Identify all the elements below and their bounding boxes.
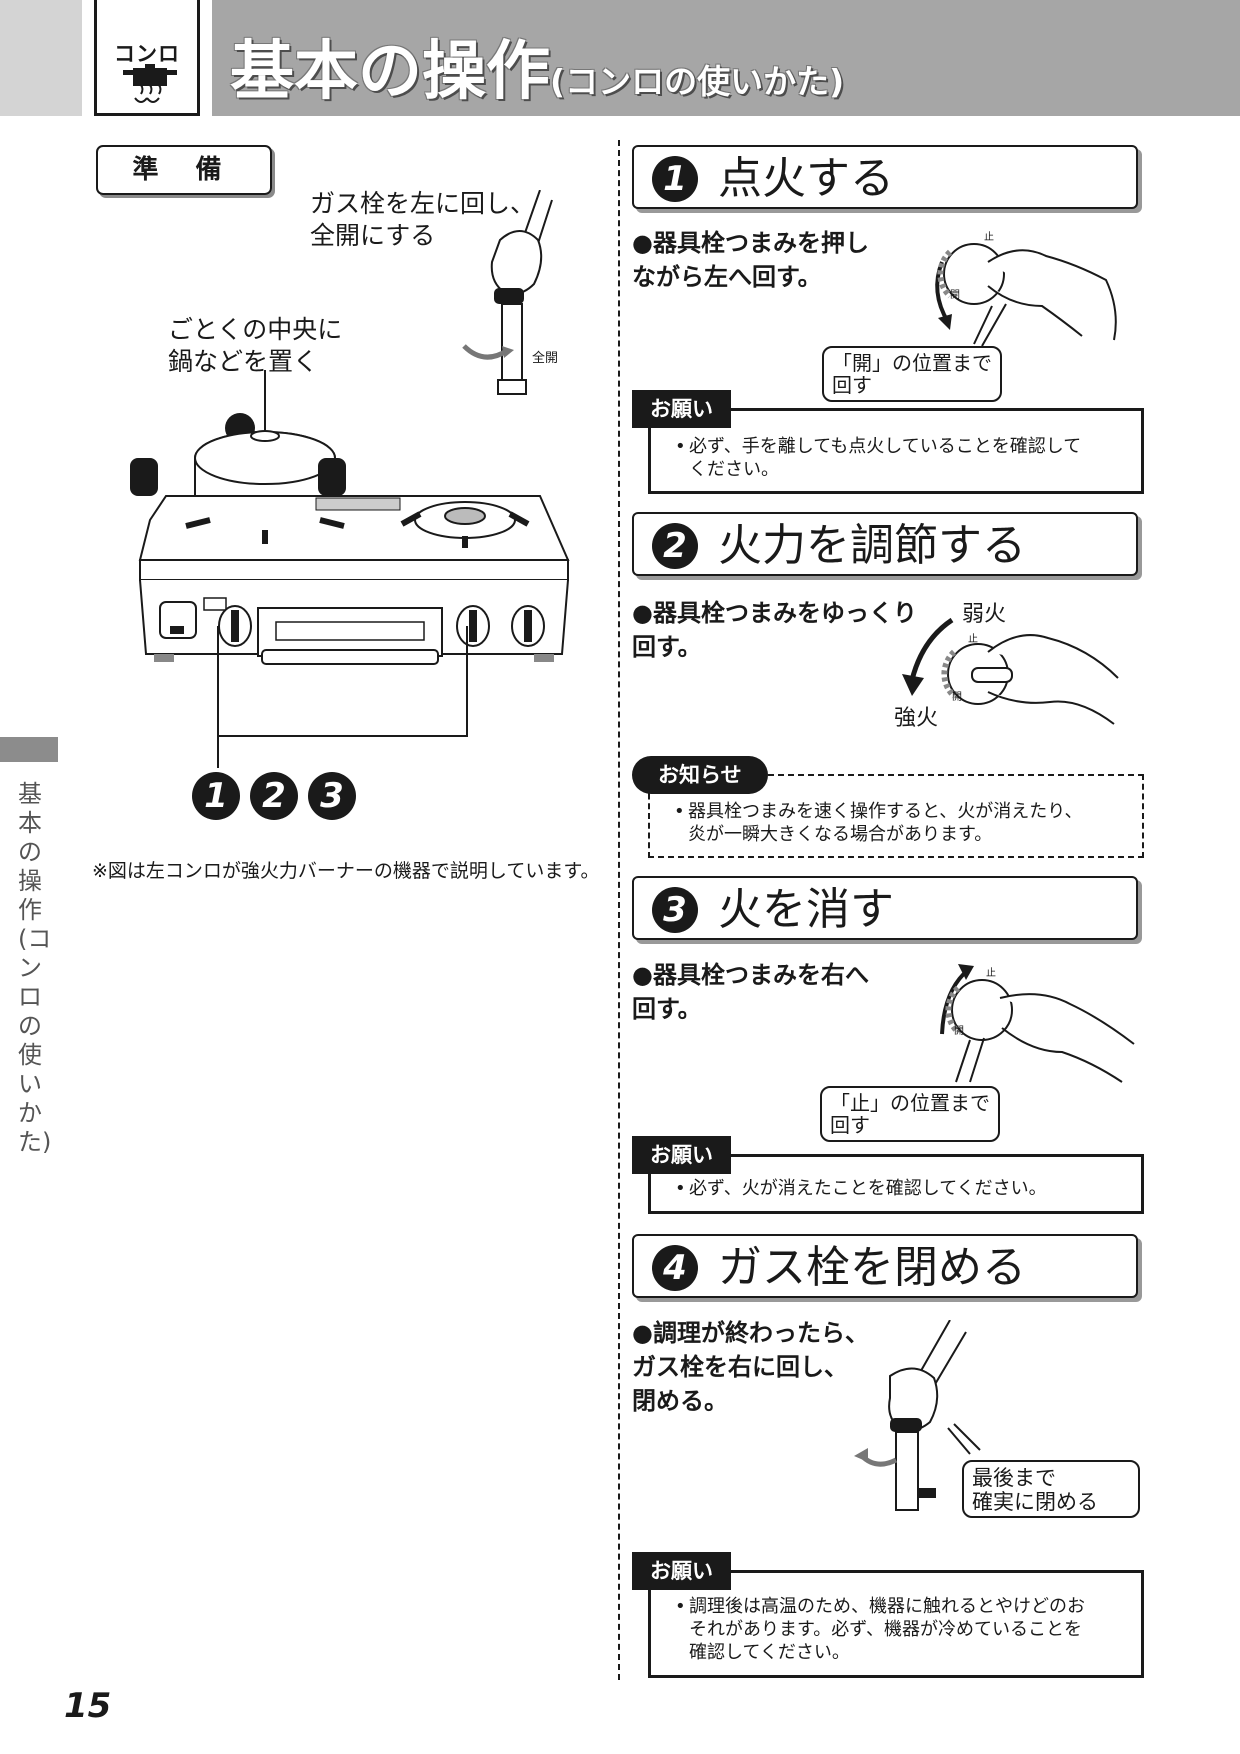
bullet-dot: • <box>675 436 686 457</box>
knob-number-1: 1 <box>192 772 240 820</box>
step-4-number: 4 <box>652 1245 698 1291</box>
bullet-dot: • <box>675 1178 686 1199</box>
gas-valve-label: ガス栓を左に回し、 全開にする <box>310 189 536 250</box>
bullet-dot: • <box>675 1596 686 1617</box>
notice-1-box: •必ず、手を離しても点火していることを確認して ください。 <box>648 408 1144 494</box>
notice-1-text: •必ず、手を離しても点火していることを確認して ください。 <box>675 435 1127 481</box>
header-side-block <box>0 0 82 116</box>
notice-1-line-2: ください。 <box>689 459 779 480</box>
step-2-number: 2 <box>652 523 698 569</box>
header-title-band: 基本の操作(コンロの使いかた) <box>212 0 1240 116</box>
page-title: 基本の操作(コンロの使いかた) <box>230 20 844 112</box>
step-4-callout: 最後まで 確実に閉める <box>962 1460 1140 1518</box>
knob-number-group: 1 2 3 <box>192 772 362 822</box>
prep-heading: 準 備 <box>96 145 272 195</box>
notice-4-line-3: 確認してください。 <box>689 1642 850 1663</box>
step-1-knob-illustration: 止 開 <box>935 231 1117 347</box>
side-tab-marker <box>0 737 58 762</box>
notice-4-tag: お願い <box>632 1552 731 1590</box>
step-1-title: 点火する <box>718 153 894 204</box>
pot-placement-label: ごとくの中央に 鍋などを置く <box>168 315 343 376</box>
notice-2-line-2: 炎が一瞬大きくなる場合があります。 <box>688 824 993 845</box>
step-2-header: 2 火力を調節する <box>632 512 1138 576</box>
side-tab-label: 基本の操作(コンロの使いかた) <box>18 780 52 1156</box>
step-3-knob-illustration: 止 開 <box>940 964 1135 1083</box>
knob-number-3: 3 <box>308 772 356 820</box>
strong-flame-label: 強火 <box>894 706 939 731</box>
step-4-title: ガス栓を閉める <box>718 1242 1026 1293</box>
step-3-instruction: ●器具栓つまみを右へ 回す。 <box>632 961 869 1023</box>
page-number: 15 <box>64 1686 112 1726</box>
stove-illustration <box>130 370 570 768</box>
step-3-open-mark: 開 <box>954 1025 964 1037</box>
step-4-gas-valve-illustration <box>854 1320 981 1511</box>
step-2-instruction: ●器具栓つまみをゆっくり 回す。 <box>632 599 917 661</box>
step-3-title: 火を消す <box>718 884 894 935</box>
notice-3-tag: お願い <box>632 1136 731 1174</box>
step-3-stop-mark: 止 <box>986 967 996 979</box>
gas-valve-illustration: 全開 <box>462 190 558 395</box>
notice-2-line-1: 器具栓つまみを速く操作すると、火が消えたり、 <box>688 801 1083 822</box>
notice-4-line-1: 調理後は高温のため、機器に触れるとやけどのお <box>689 1596 1085 1617</box>
bullet-dot: • <box>674 801 685 822</box>
page-title-main: 基本の操作 <box>230 35 550 109</box>
step-4-header: 4 ガス栓を閉める <box>632 1234 1138 1298</box>
notice-3-text: •必ず、火が消えたことを確認してください。 <box>675 1177 1127 1200</box>
step-3-number: 3 <box>652 887 698 933</box>
full-open-label: 全開 <box>532 350 558 366</box>
step-2-knob-illustration: 止 開 <box>902 617 1119 725</box>
stove-category-badge: コンロ <box>94 0 200 116</box>
page-title-sub: (コンロの使いかた) <box>550 62 845 101</box>
column-divider <box>618 140 620 1680</box>
weak-flame-label: 弱火 <box>962 602 1007 627</box>
step-1-stop-mark: 止 <box>984 231 994 243</box>
step-4-instruction: ●調理が終わったら、 ガス栓を右に回し、 閉める。 <box>632 1319 869 1415</box>
illustration-note: ※図は左コンロが強火力バーナーの機器で説明しています。 <box>92 860 600 882</box>
notice-4-text: •調理後は高温のため、機器に触れるとやけどのお それがあります。必ず、機器が冷め… <box>675 1595 1127 1664</box>
category-label: コンロ <box>114 42 180 66</box>
step-3-callout: 「止」の位置まで 回す <box>820 1086 1000 1142</box>
step-2-open-mark: 開 <box>952 691 962 703</box>
step-1-open-mark: 開 <box>950 289 960 301</box>
step-1-instruction: ●器具栓つまみを押し ながら左へ回す。 <box>632 229 869 291</box>
notice-2-tag: お知らせ <box>632 756 768 794</box>
knob-number-2: 2 <box>250 772 298 820</box>
step-2-stop-mark: 止 <box>968 633 978 645</box>
notice-3-line-1: 必ず、火が消えたことを確認してください。 <box>689 1178 1047 1199</box>
step-1-number: 1 <box>652 156 698 202</box>
notice-4-line-2: それがあります。必ず、機器が冷めていることを <box>689 1619 1082 1640</box>
notice-1-tag: お願い <box>632 390 731 428</box>
pot-icon <box>123 64 177 103</box>
step-3-header: 3 火を消す <box>632 876 1138 940</box>
notice-2-text: •器具栓つまみを速く操作すると、火が消えたり、 炎が一瞬大きくなる場合があります… <box>674 800 1128 846</box>
step-1-header: 1 点火する <box>632 145 1138 209</box>
notice-1-line-1: 必ず、手を離しても点火していることを確認して <box>689 436 1082 457</box>
step-2-title: 火力を調節する <box>718 520 1026 571</box>
step-1-callout: 「開」の位置まで 回す <box>822 346 1002 402</box>
